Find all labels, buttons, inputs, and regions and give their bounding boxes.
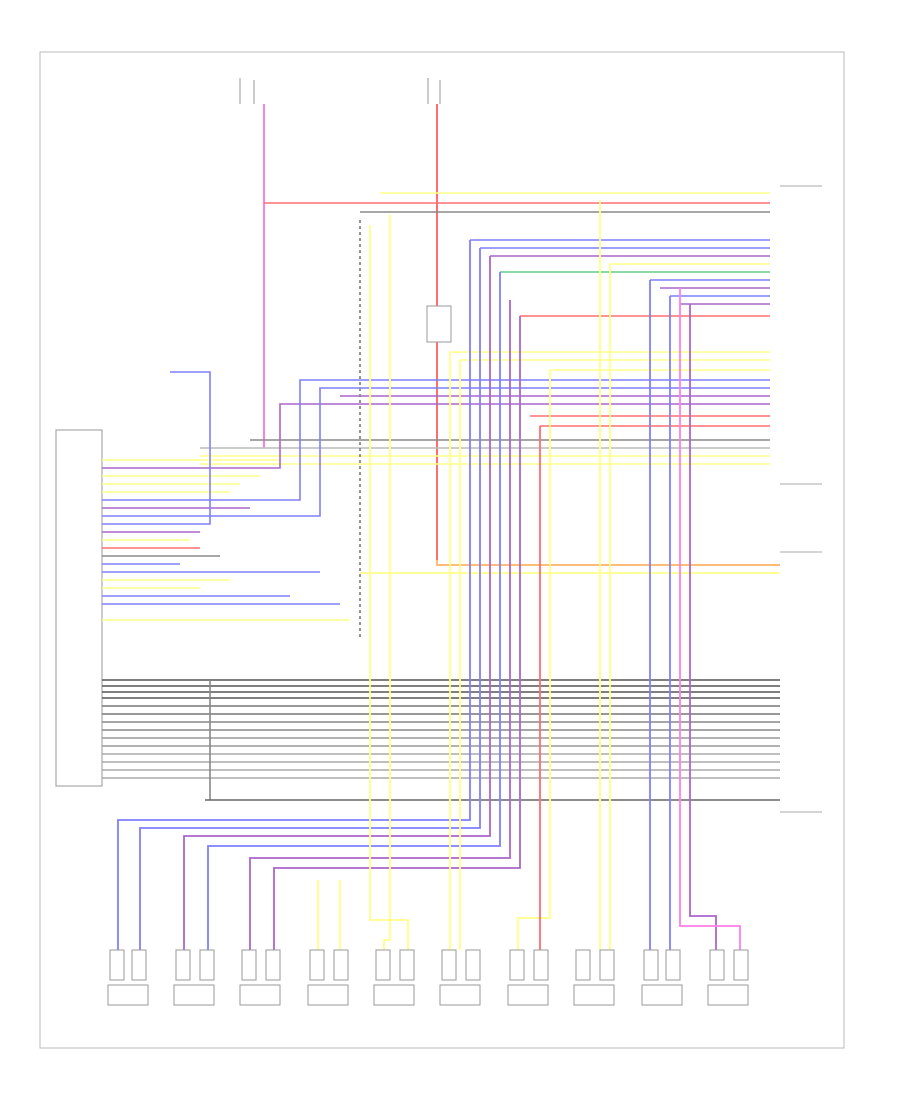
speaker-6 bbox=[439, 949, 481, 1006]
top-harness bbox=[264, 192, 770, 317]
diagram-border bbox=[39, 51, 845, 1049]
speaker-1 bbox=[107, 949, 149, 1006]
speaker-8 bbox=[573, 949, 615, 1006]
lower-feeds bbox=[359, 220, 780, 640]
mid-harness bbox=[200, 351, 770, 465]
speaker-10 bbox=[707, 949, 749, 1006]
fuse-block bbox=[426, 305, 452, 343]
speaker-3 bbox=[239, 949, 281, 1006]
amplifier-module bbox=[55, 429, 103, 787]
fuse-feed-left bbox=[239, 78, 265, 448]
speaker-2 bbox=[173, 949, 215, 1006]
speaker-row bbox=[107, 949, 749, 1006]
speaker-4 bbox=[307, 949, 349, 1006]
speaker-5 bbox=[373, 949, 415, 1006]
right-connectors bbox=[780, 185, 822, 813]
speaker-7 bbox=[507, 949, 549, 1006]
ground-bus bbox=[102, 679, 780, 801]
speaker-9 bbox=[641, 949, 683, 1006]
speaker-risers bbox=[117, 200, 741, 950]
amplifier-harness bbox=[102, 371, 350, 621]
